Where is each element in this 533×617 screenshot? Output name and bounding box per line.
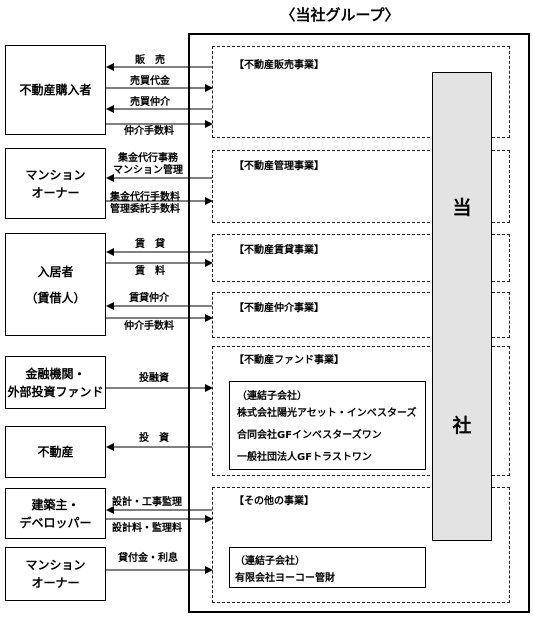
diagram-title: 〈当社グループ〉 xyxy=(280,6,400,24)
party-label: （賃借人） xyxy=(25,290,86,305)
subsidiary-name: 合同会社GFインベスターズワン xyxy=(237,430,382,441)
flow-label: 仲介手数料 xyxy=(124,321,174,332)
segment-sales xyxy=(212,46,510,138)
segment-fund xyxy=(212,346,510,476)
company-char-bottom: 社 xyxy=(452,415,472,437)
segment-leasing xyxy=(212,234,510,282)
flow-label: 投融資 xyxy=(139,373,169,384)
segment-label: 【不動産販売事業】 xyxy=(234,60,324,71)
flow-label: 集金代行事務 マンション管理 xyxy=(113,153,183,176)
party-label: デベロッパー xyxy=(19,515,92,530)
party-financial-institutions: 金融機関・ 外部投資ファンド xyxy=(5,356,106,409)
segment-label: 【不動産仲介事業】 xyxy=(234,303,324,314)
flow-label: 設計・工事監理 xyxy=(112,497,182,508)
flow-label: 貸付金・利息 xyxy=(118,553,178,564)
flow-label: 売買仲介 xyxy=(130,97,170,108)
flow-label: 賃 貸 xyxy=(135,239,165,250)
segment-label: 【不動産管理事業】 xyxy=(234,161,324,172)
party-tenant: 入居者 （賃借人） xyxy=(5,233,106,336)
flow-label: 集金代行手数料 管理委託手数料 xyxy=(110,192,180,215)
group-container xyxy=(188,33,530,613)
segment-other xyxy=(212,487,510,603)
party-label: 不動産購入者 xyxy=(19,83,92,97)
segment-label: 【不動産ファンド事業】 xyxy=(234,355,344,366)
flow-label: 設計料・監理料 xyxy=(112,523,182,534)
subsidiary-box-other xyxy=(229,547,426,588)
party-label: オーナー xyxy=(31,576,80,590)
flow-label: 売買代金 xyxy=(130,76,170,87)
flow-label: 投 資 xyxy=(139,433,169,444)
party-mansion-owner: マンション オーナー xyxy=(5,148,106,219)
party-real-estate: 不動産 xyxy=(5,426,106,478)
subsidiary-box-fund xyxy=(229,381,426,470)
flow-label: 仲介手数料 xyxy=(124,126,174,137)
company-char-top: 当 xyxy=(452,197,472,219)
subsidiary-heading: （連結子会社） xyxy=(235,556,305,567)
party-label: 外部投資ファンド xyxy=(7,384,104,399)
party-developer: 建築主・ デベロッパー xyxy=(5,488,106,539)
party-mansion-owner-lender: マンション オーナー xyxy=(5,547,106,601)
party-label: オーナー xyxy=(31,185,80,200)
segment-management xyxy=(212,150,510,223)
flow-label: 賃貸仲介 xyxy=(129,293,169,304)
subsidiary-name: 有限会社ヨーコー管財 xyxy=(235,573,335,584)
party-property-buyer: 不動産購入者 xyxy=(5,45,106,135)
segment-label: 【その他の事業】 xyxy=(234,496,314,507)
subsidiary-heading: （連結子会社） xyxy=(237,391,307,402)
flow-label: 賃 料 xyxy=(135,266,165,277)
subsidiary-name: 一般社団法人GFトラストワン xyxy=(237,452,372,463)
party-label: マンション xyxy=(25,558,86,572)
company-column xyxy=(432,72,492,541)
segment-label: 【不動産賃貸事業】 xyxy=(234,245,324,256)
party-label: マンション xyxy=(25,167,86,182)
party-label: 不動産 xyxy=(37,445,74,459)
party-label: 金融機関・ xyxy=(25,366,86,381)
subsidiary-name: 株式会社陽光アセット・インベスターズ xyxy=(237,408,417,419)
party-label: 入居者 xyxy=(37,264,74,279)
flow-label: 販 売 xyxy=(135,55,165,66)
party-label: 建築主・ xyxy=(31,497,80,512)
